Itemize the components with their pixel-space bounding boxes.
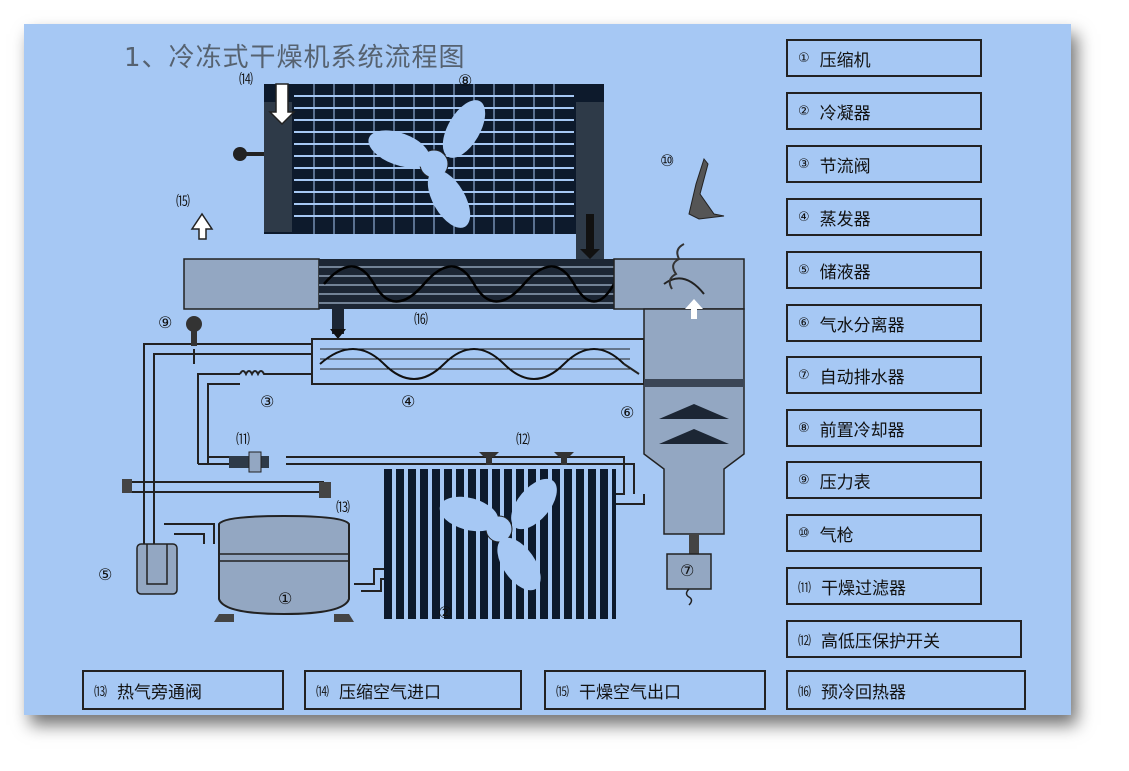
num-12: ⑿ xyxy=(516,432,530,448)
condenser xyxy=(384,469,616,619)
legend-item-13: ⒀热气旁通阀 xyxy=(82,670,284,710)
num-3: ③ xyxy=(260,392,274,411)
receiver xyxy=(136,543,178,595)
legend-item-11: ⑾干燥过滤器 xyxy=(786,567,982,605)
num-7: ⑦ xyxy=(680,561,694,580)
legend-item-14: ⒁压缩空气进口 xyxy=(304,670,522,710)
num-5: ⑤ xyxy=(98,565,112,584)
legend-item-16: ⒃预冷回热器 xyxy=(786,670,1026,710)
filter-drier xyxy=(229,451,269,473)
flow-diagram: ⒁ ⑧ ⑩ ⒂ ⑨ ⒃ ③ ④ ⑥ ⑾ ⑿ ⒀ ⑤ ⑦ ① ② xyxy=(98,71,745,622)
precooler xyxy=(233,83,604,262)
num-16: ⒃ xyxy=(414,312,428,328)
pressure-gauge xyxy=(186,316,202,346)
condenser-fan-icon xyxy=(439,478,557,591)
air-outlet-arrow-icon xyxy=(190,212,214,240)
num-14: ⒁ xyxy=(239,72,253,88)
page-title: 1、冷冻式干燥机系统流程图 xyxy=(124,43,466,73)
num-13: ⒀ xyxy=(336,500,350,516)
num-2: ② xyxy=(438,603,452,622)
num-8: ⑧ xyxy=(458,71,472,90)
pipes xyxy=(129,343,645,592)
num-15: ⒂ xyxy=(176,194,190,210)
hot-gas-bypass-valve xyxy=(122,479,331,498)
evaporator xyxy=(311,338,645,385)
num-11: ⑾ xyxy=(236,432,250,448)
legend-item-15: ⒂干燥空气出口 xyxy=(544,670,766,710)
num-10: ⑩ xyxy=(660,151,674,170)
precool-reheater xyxy=(319,258,745,339)
outlet-header xyxy=(183,258,320,310)
pressure-switches xyxy=(479,452,574,465)
compressor xyxy=(214,514,354,622)
num-6: ⑥ xyxy=(620,403,634,422)
legend-item-12: ⑿高低压保护开关 xyxy=(786,620,1022,658)
air-gun-icon xyxy=(668,157,725,290)
slide: 1、冷冻式干燥机系统流程图 xyxy=(24,24,1071,715)
num-1: ① xyxy=(278,589,292,608)
water-separator xyxy=(643,299,745,606)
precooler-fan-icon xyxy=(368,100,486,228)
num-9: ⑨ xyxy=(158,313,172,332)
num-4: ④ xyxy=(401,392,415,411)
expansion-valve xyxy=(239,370,312,377)
diagram-numbers: ⒁ ⑧ ⑩ ⒂ ⑨ ⒃ ③ ④ ⑥ ⑾ ⑿ ⒀ ⑤ ⑦ ① ② xyxy=(98,71,694,622)
